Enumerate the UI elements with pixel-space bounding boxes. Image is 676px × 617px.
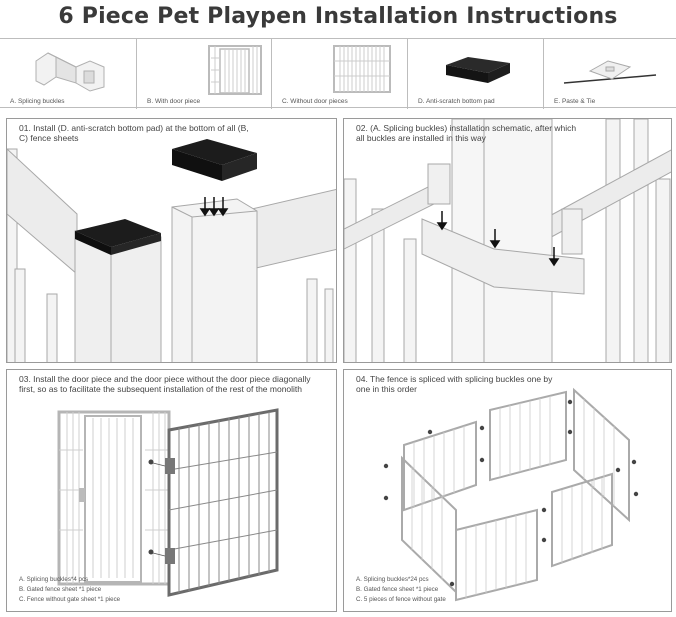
paste-tie-icon <box>563 60 657 84</box>
step-04-illustration <box>383 387 639 602</box>
part-label: A. Splicing buckles <box>10 98 65 105</box>
part-label: D. Anti-scratch bottom pad <box>418 98 495 105</box>
legend-item: B. Gated fence sheet *1 piece <box>356 586 439 593</box>
step-01-label: 01. Install (D. anti-scratch bottom pad)… <box>19 123 249 143</box>
step-01-illustration <box>7 139 336 362</box>
step-02-panel: 02. (A. Splicing buckles) installation s… <box>343 118 672 363</box>
step-03-illustration <box>57 408 279 597</box>
fence-piece-icon <box>333 45 391 93</box>
step-03-legend: A. Splicing buckles*4 pcs B. Gated fence… <box>19 575 120 605</box>
step-01-panel: 01. Install (D. anti-scratch bottom pad)… <box>6 118 337 363</box>
legend-item: C. 5 pieces of fence without gate <box>356 596 446 603</box>
step-03-label: 03. Install the door piece and the door … <box>19 374 311 394</box>
part-label: E. Paste & Tie <box>554 98 596 105</box>
step-04-legend: A. Splicing buckles*24 pcs B. Gated fenc… <box>356 575 446 605</box>
legend-item: A. Splicing buckles*24 pcs <box>356 576 429 583</box>
parts-row: A. Splicing buckles B. With door piece <box>0 38 676 109</box>
step-02-label: 02. (A. Splicing buckles) installation s… <box>356 123 577 143</box>
splicing-buckle-icon <box>35 52 105 92</box>
step-03-panel: 03. Install the door piece and the door … <box>6 369 337 612</box>
door-piece-icon <box>208 45 262 95</box>
legend-item: C. Fence without gate sheet *1 piece <box>19 596 121 603</box>
legend-item: A. Splicing buckles*4 pcs <box>19 576 89 583</box>
page-title: 6 Piece Pet Playpen Installation Instruc… <box>58 4 618 29</box>
part-paste-tie: E. Paste & Tie <box>544 39 676 109</box>
step-04-panel: 04. The fence is spliced with splicing b… <box>343 369 672 612</box>
bottom-pad-icon <box>446 57 510 83</box>
step-04-label: 04. The fence is spliced with splicing b… <box>356 374 553 394</box>
part-bottom-pad: D. Anti-scratch bottom pad <box>408 39 544 109</box>
part-label: C. Without door pieces <box>282 98 348 105</box>
part-fence-piece: C. Without door pieces <box>272 39 408 109</box>
part-splicing-buckles: A. Splicing buckles <box>0 39 137 109</box>
part-label: B. With door piece <box>147 98 201 105</box>
part-door-piece: B. With door piece <box>137 39 272 109</box>
step-02-illustration <box>344 119 671 362</box>
legend-item: B. Gated fence sheet *1 piece <box>19 586 102 593</box>
